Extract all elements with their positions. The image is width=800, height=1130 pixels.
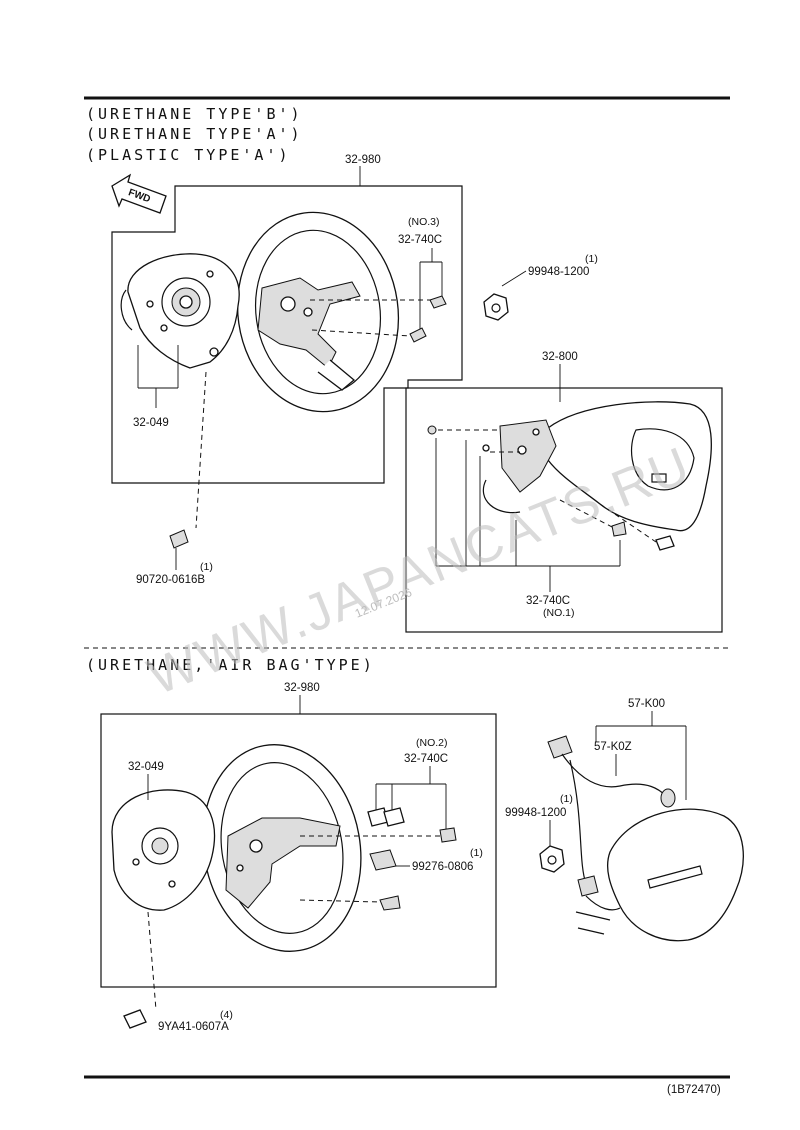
top-wheel-part-number: 32-980 (345, 154, 381, 166)
top-bolt-qty: (1) (200, 561, 213, 573)
pad-group-frame (405, 387, 723, 633)
bottom-group-frame (100, 713, 497, 988)
airbag-nut-qty: (1) (560, 793, 573, 805)
watermark-text: WWW.JAPANCATS.RU (140, 436, 699, 707)
footer-diagram-code: (1B72470) (667, 1084, 721, 1096)
header-urethane-a: (URETHANE TYPE'A') (86, 125, 303, 143)
top-screw-part-number: 32-740C (398, 234, 442, 246)
top-nut-leader (501, 270, 527, 287)
bottom-bolt-icon (369, 849, 397, 871)
bottom-screw-part-number: 32-740C (404, 753, 448, 765)
airbag-sub-part-number: 57-K0Z (594, 741, 632, 753)
airbag-nut-icon (539, 845, 565, 873)
top-steering-wheel (236, 211, 400, 413)
top-screw-qty: (NO.3) (408, 216, 440, 228)
bottom-clip-qty: (4) (220, 1009, 233, 1021)
bottom-steering-wheel (202, 744, 362, 952)
bottom-wheel-part-number: 32-980 (284, 682, 320, 694)
airbag-part-number: 57-K00 (628, 698, 665, 710)
top-nut-part-number: 99948-1200 (528, 266, 589, 278)
bottom-clip-part-number: 9YA41-0607A (158, 1021, 229, 1033)
top-cover (120, 253, 240, 369)
header-urethane-b: (URETHANE TYPE'B') (86, 105, 303, 123)
bottom-bolt-part-number: 99276-0806 (412, 861, 473, 873)
fwd-arrow-icon: FWD (111, 173, 167, 214)
horn-pad (482, 401, 712, 532)
pad-screw-qty: (NO.1) (543, 607, 575, 619)
airbag-nut-part-number: 99948-1200 (505, 807, 566, 819)
top-nut-icon (483, 293, 509, 321)
top-group-frame (111, 185, 463, 484)
bottom-screw-icon (367, 807, 457, 911)
header-plastic-a: (PLASTIC TYPE'A') (86, 146, 291, 164)
top-cover-part-number: 32-049 (133, 417, 169, 429)
pad-screw-part-number: 32-740C (526, 595, 570, 607)
bottom-cover (111, 789, 216, 911)
airbag-module (547, 735, 744, 942)
header-airbag-type: (URETHANE,'AIR BAG'TYPE) (86, 656, 375, 674)
bottom-screw-qty: (NO.2) (416, 737, 448, 749)
pad-screw-icon (427, 425, 675, 551)
bottom-clip-icon (123, 1009, 147, 1029)
top-bolt-icon (169, 529, 189, 549)
top-bolt-part-number: 90720-0616B (136, 574, 205, 586)
top-screw-icon (409, 295, 447, 343)
bottom-bolt-qty: (1) (470, 847, 483, 859)
pad-part-number: 32-800 (542, 351, 578, 363)
bottom-cover-part-number: 32-049 (128, 761, 164, 773)
top-nut-qty: (1) (585, 253, 598, 265)
